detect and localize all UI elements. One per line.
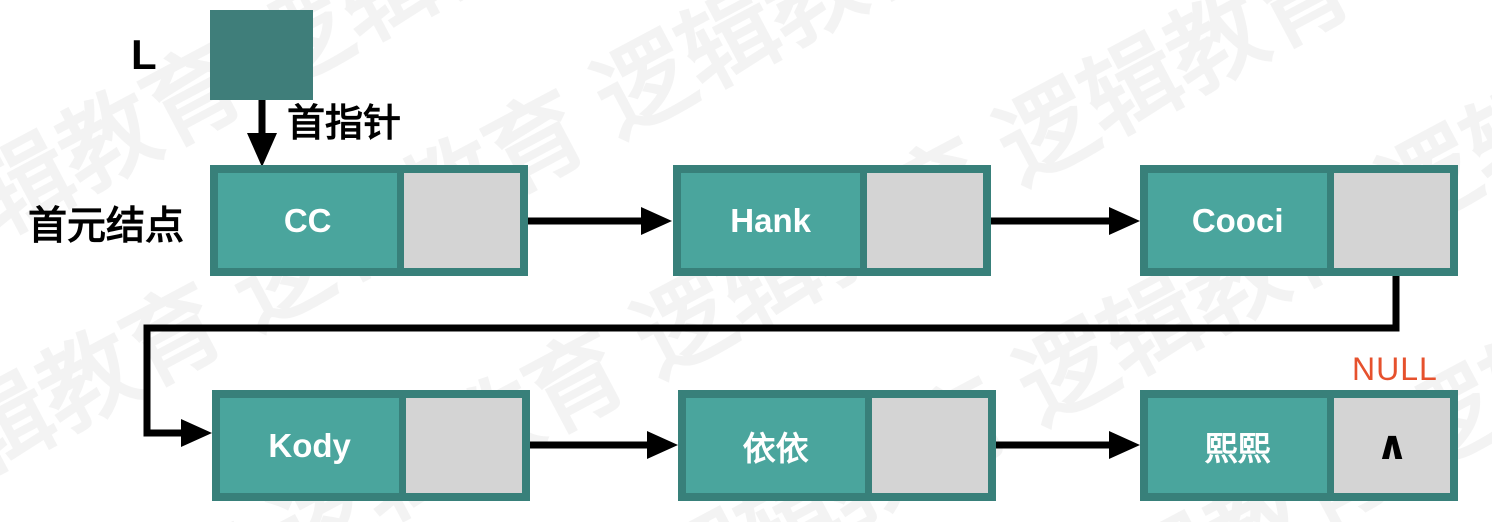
node-cc-pointer-cell xyxy=(404,173,520,268)
head-pointer-label: L xyxy=(131,31,157,78)
node-kody-pointer-cell xyxy=(406,398,522,493)
node-yiyi-data-cell: 依依 xyxy=(686,398,866,493)
node-yiyi: 依依 xyxy=(678,390,996,501)
node-cc: CC xyxy=(210,165,528,276)
node-xixi-pointer-cell: ∧ xyxy=(1334,398,1450,493)
node-xixi: 熙熙 ∧ xyxy=(1140,390,1458,501)
head-pointer-box xyxy=(210,10,313,100)
null-label: NULL xyxy=(1352,351,1438,387)
node-cc-data-cell: CC xyxy=(218,173,398,268)
node-yiyi-pointer-cell xyxy=(872,398,988,493)
node-hank: Hank xyxy=(673,165,991,276)
node-hank-pointer-cell xyxy=(867,173,983,268)
node-kody: Kody xyxy=(212,390,530,501)
first-node-label: 首元结点 xyxy=(28,205,185,248)
node-cooci: Cooci xyxy=(1140,165,1458,276)
head-arrow-label: 首指针 xyxy=(287,103,402,145)
node-xixi-data-cell: 熙熙 xyxy=(1148,398,1328,493)
null-pointer-symbol: ∧ xyxy=(1375,423,1409,468)
node-cooci-data-cell: Cooci xyxy=(1148,173,1328,268)
node-cooci-pointer-cell xyxy=(1334,173,1450,268)
node-hank-data-cell: Hank xyxy=(681,173,861,268)
node-kody-data-cell: Kody xyxy=(220,398,400,493)
